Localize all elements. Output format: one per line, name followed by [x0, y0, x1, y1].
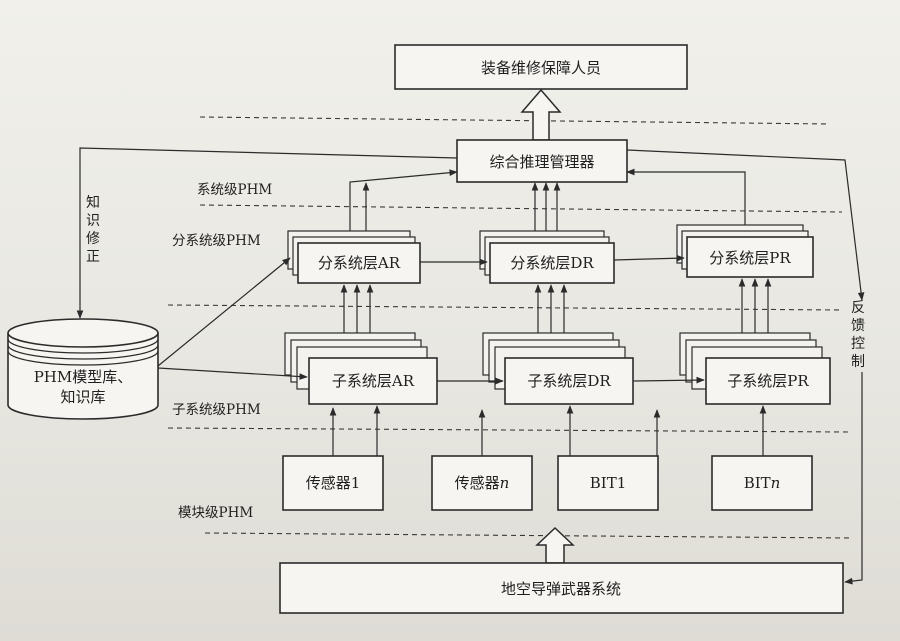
sub-box-pr-label: 子系统层PR [727, 372, 809, 390]
group-box-ar: 分系统层AR [287, 230, 421, 284]
knowledge-correction-char: 识 [86, 213, 100, 229]
separator-line [199, 204, 843, 213]
maintenance-personnel-box [394, 44, 688, 90]
sensor-n-box [431, 455, 533, 511]
feedback-control-char: 反 [851, 300, 865, 316]
sub-box-ar: 子系统层AR [284, 332, 438, 405]
group-box-ar-label: 分系统层AR [318, 254, 401, 272]
group-box-dr-label: 分系统层DR [510, 254, 594, 272]
reasoning-manager-box [456, 139, 628, 183]
connector-lines [76, 147, 865, 585]
sub-box-dr: 子系统层DR [482, 332, 634, 405]
separator-line [167, 427, 849, 433]
knowledge-correction-char: 正 [86, 249, 100, 265]
weapon-system-label: 地空导弹武器系统 [501, 580, 621, 598]
sensor-1-label: 传感器1 [306, 474, 361, 492]
layer-label-module: 模块级PHM [178, 505, 253, 521]
knowledge-correction-char: 知 [86, 194, 100, 211]
feedback-control-char: 制 [851, 354, 865, 370]
sub-box-dr-label: 子系统层DR [527, 372, 611, 390]
hollow-up-arrow-icon [535, 526, 575, 564]
group-box-dr: 分系统层DR [479, 230, 615, 284]
feedback-control-char: 馈 [851, 318, 865, 334]
bit-1-box [557, 455, 659, 511]
hollow-up-arrow-icon [520, 88, 562, 141]
separator-line [204, 532, 853, 539]
reasoning-manager-label: 综合推理管理器 [489, 153, 594, 171]
sub-box-pr: 子系统层PR [679, 332, 831, 405]
layer-label-subsystem-group: 分系统级PHM [172, 233, 261, 249]
bit-n-box [711, 455, 813, 511]
sensor-1-box [282, 455, 384, 511]
bit-n-label: BITn [744, 474, 781, 492]
database-cylinder-icon [7, 318, 159, 420]
sub-box-ar-label: 子系统层AR [332, 372, 415, 390]
group-box-pr-label: 分系统层PR [709, 249, 791, 267]
database-label-line1: PHM模型库、 [34, 368, 133, 386]
group-box-pr: 分系统层PR [676, 224, 814, 278]
layer-label-system: 系统级PHM [197, 182, 272, 198]
layer-label-subsystem: 子系统级PHM [172, 402, 261, 418]
database-label-line2: 知识库 [60, 388, 105, 406]
feedback-control-char: 控 [851, 336, 865, 352]
separator-line [199, 116, 831, 125]
knowledge-correction-char: 修 [86, 231, 100, 247]
bit-1-label: BIT1 [590, 474, 627, 492]
sensor-n-label: 传感器n [455, 474, 510, 492]
separator-line [167, 304, 843, 311]
weapon-system-box [279, 562, 844, 614]
maintenance-personnel-label: 装备维修保障人员 [481, 59, 601, 77]
